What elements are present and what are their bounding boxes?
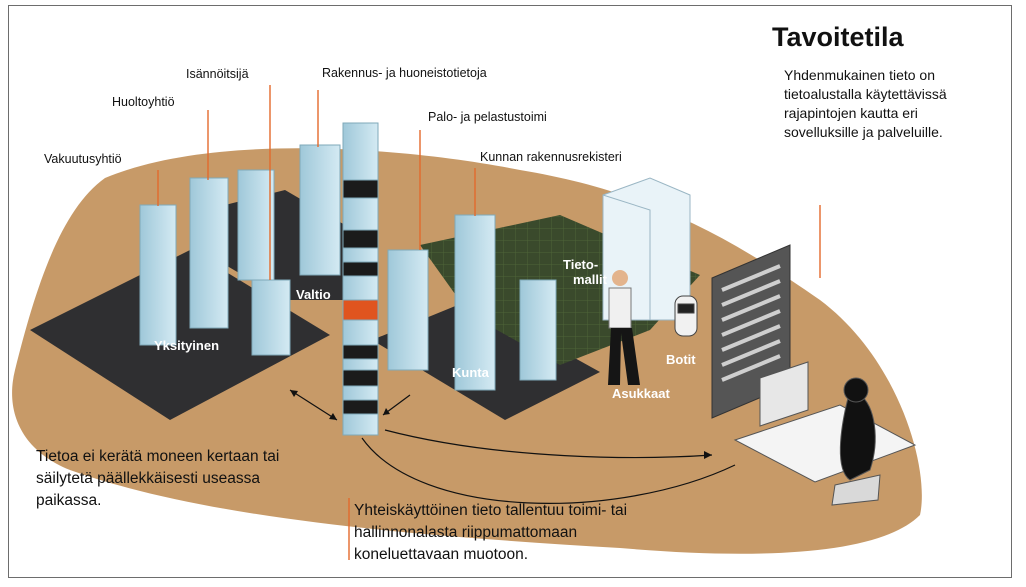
zone-label-kunta: Kunta [452,365,489,380]
shared-data-tower [342,122,379,436]
tower-vakuutusyhtio [139,204,177,346]
note-left-line-3: paikassa. [36,492,102,509]
label-tietomallit-1: Tieto- [563,257,599,272]
tower-kunta-right [454,214,496,391]
note-left-line-1: Tietoa ei kerätä moneen kertaan tai [36,448,280,465]
tower-isannoitsija [237,169,291,356]
tower-rakennus [299,144,341,276]
label-tietomallit-2: mallit [573,272,607,287]
note-bottom-line-1: Yhteiskäyttöinen tieto tallentuu toimi- … [354,502,628,519]
description-line-2: tietoalustalla käytettävissä [784,86,947,102]
label-botit: Botit [666,352,696,367]
note-left-line-2: säilytetä päällekkäisesti useassa [36,470,261,487]
leader-lines [157,85,821,560]
tower-huoltoyhtio [189,177,229,329]
label-isannoitsija: Isännöitsijä [186,67,249,81]
arrow-heads [290,390,712,459]
note-bottom-line-3: koneluettavaan muotoon. [354,546,529,563]
desk-user [733,361,917,506]
zone-label-yksityinen: Yksityinen [154,338,220,353]
tower-kunta-front [519,279,557,381]
note-bottom-line-2: hallinnonalasta riippumattomaan [354,524,578,541]
description-line-1: Yhdenmukainen tieto on [784,67,935,83]
zone-label-valtio: Valtio [296,287,331,302]
page-title: Tavoitetila [772,22,904,52]
tower-kunta-left [387,249,429,371]
label-kunnan-rakennusrekisteri: Kunnan rakennusrekisteri [480,150,622,164]
office-building [602,177,691,321]
resident-person [608,270,640,385]
label-asukkaat: Asukkaat [612,386,670,401]
robot [674,295,698,337]
description-line-3: rajapintojen kautta eri [784,105,918,121]
label-palo: Palo- ja pelastustoimi [428,110,547,124]
label-huoltoyhtio: Huoltoyhtiö [112,95,175,109]
label-rakennus: Rakennus- ja huoneistotietoja [322,66,487,80]
label-vakuutusyhtio: Vakuutusyhtiö [44,152,122,166]
description-line-4: sovelluksille ja palveluille. [784,124,943,140]
